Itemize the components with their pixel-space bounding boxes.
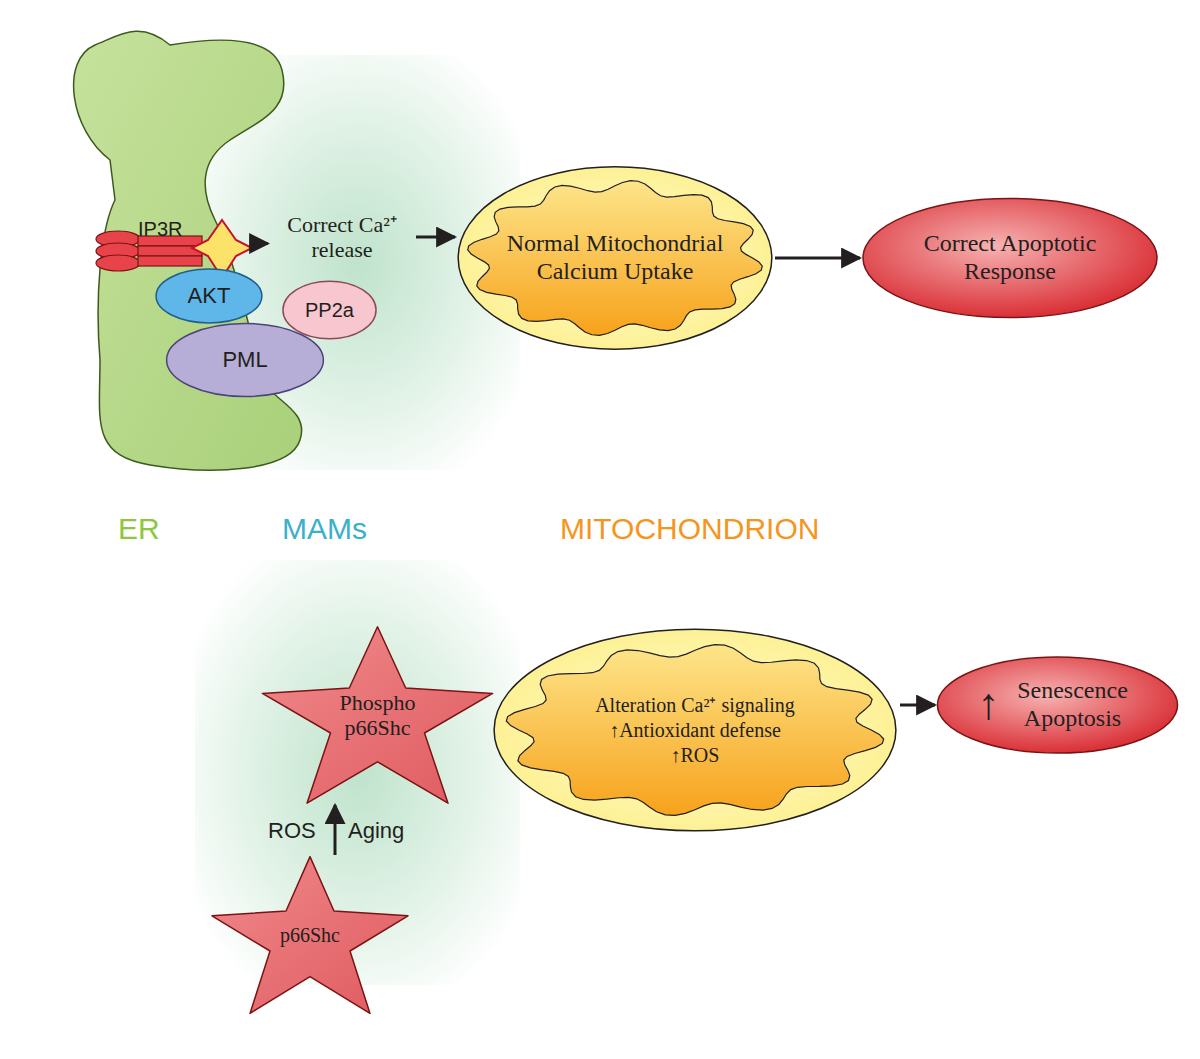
text-group: p66Shc bbox=[280, 924, 340, 947]
er-outline bbox=[74, 31, 302, 470]
text-node: Correct Ca²⁺ release bbox=[268, 205, 416, 269]
node-text: ↑Antioxidant defense bbox=[609, 719, 781, 742]
arrow-label: ROS bbox=[268, 818, 316, 844]
protein-node: Phospho p66Shc bbox=[260, 625, 495, 805]
text-group: Correct Apoptotic Response bbox=[900, 230, 1120, 285]
node-text: AKT bbox=[188, 283, 231, 308]
arrow-connector bbox=[775, 257, 860, 260]
node-text: Alteration Ca²⁺ signaling bbox=[595, 694, 795, 717]
shape-node: AKT bbox=[155, 268, 263, 324]
node-text: ↑ROS bbox=[671, 744, 720, 767]
text-group: Correct Ca²⁺ release bbox=[272, 212, 412, 263]
node-text: p66Shc bbox=[280, 924, 340, 947]
node-text: PML bbox=[222, 347, 267, 372]
region-label: MAMs bbox=[282, 512, 367, 546]
arrow-label: Aging bbox=[348, 818, 404, 844]
text-group: IP3R bbox=[138, 218, 182, 241]
text-group: AKT bbox=[188, 283, 231, 308]
shape-node: PP2a bbox=[282, 280, 377, 340]
text-group: Normal Mitochondrial Calcium Uptake bbox=[490, 230, 740, 285]
region-label: MITOCHONDRION bbox=[560, 512, 819, 546]
shape-node: PML bbox=[165, 322, 325, 398]
arrow-connector bbox=[416, 236, 455, 239]
arrow-connector bbox=[900, 704, 935, 707]
protein-node: p66Shc bbox=[210, 855, 410, 1015]
arrow-connector bbox=[250, 242, 268, 245]
node-text: IP3R bbox=[138, 218, 182, 241]
shape-node: Correct Apoptotic Response bbox=[860, 196, 1160, 320]
shape-node: Normal Mitochondrial Calcium Uptake bbox=[455, 163, 775, 353]
node-text: Normal Mitochondrial Calcium Uptake bbox=[490, 230, 740, 285]
text-group: PP2a bbox=[305, 299, 354, 322]
text-group: PML bbox=[222, 347, 267, 372]
text-group: Alteration Ca²⁺ signaling↑Antioxidant de… bbox=[595, 694, 795, 767]
node-text: Senescence Apoptosis bbox=[1008, 677, 1138, 732]
text-group: Phospho p66Shc bbox=[328, 690, 428, 741]
region-label: ER bbox=[118, 512, 160, 546]
node-text: PP2a bbox=[305, 299, 354, 322]
shape-node: ↑Senescence Apoptosis bbox=[935, 655, 1180, 755]
arrow-connector bbox=[334, 805, 337, 855]
node-text: Correct Ca²⁺ release bbox=[272, 212, 412, 263]
node-text: ↑ bbox=[978, 680, 1000, 731]
node-text: Correct Apoptotic Response bbox=[900, 230, 1120, 285]
text-node: IP3R bbox=[120, 218, 250, 270]
node-text: Phospho p66Shc bbox=[328, 690, 428, 741]
text-group: ↑Senescence Apoptosis bbox=[978, 677, 1138, 732]
shape-node: Alteration Ca²⁺ signaling↑Antioxidant de… bbox=[490, 625, 900, 835]
